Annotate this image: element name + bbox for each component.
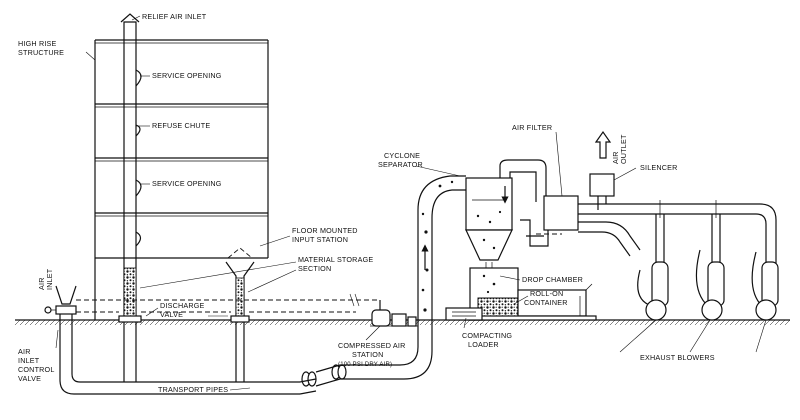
- transport-pipes: [59, 175, 466, 395]
- label-air-inlet-control-3: CONTROL: [18, 365, 55, 374]
- leader-lines: [55, 15, 767, 391]
- label-input-station: INPUT STATION: [292, 235, 348, 244]
- label-transport-pipes: TRANSPORT PIPES: [158, 385, 228, 394]
- label-air-inlet-control-4: VALVE: [18, 374, 41, 383]
- label-air-outlet-2: OUTLET: [619, 134, 628, 164]
- label-relief-air-inlet: RELIEF AIR INLET: [142, 12, 207, 21]
- label-air-inlet-control-1: AIR: [18, 347, 31, 356]
- floor-mounted-input-station: [225, 247, 255, 320]
- label-structure: STRUCTURE: [18, 48, 64, 57]
- roll-on-container: [467, 283, 597, 321]
- control-line: [76, 293, 380, 313]
- diagram-labels: RELIEF AIR INLET HIGH RISE STRUCTURE SER…: [18, 12, 715, 394]
- label-cyclone: CYCLONE: [384, 151, 420, 160]
- label-station: STATION: [352, 350, 383, 359]
- label-air-filter: AIR FILTER: [512, 123, 552, 132]
- label-compressed-air: COMPRESSED AIR: [338, 341, 406, 350]
- exhaust-manifold: [578, 200, 777, 300]
- label-air-inlet-control-2: INLET: [18, 356, 40, 365]
- label-psi: (100 PSI DRY AIR): [338, 362, 392, 368]
- label-inlet-vertical: INLET: [45, 268, 54, 290]
- silencer: [589, 173, 615, 210]
- label-separator: SEPARATOR: [378, 160, 423, 169]
- compacting-loader: [445, 307, 483, 321]
- label-material-storage: MATERIAL STORAGE: [298, 255, 373, 264]
- refuse-chute: [120, 13, 142, 320]
- label-exhaust-blowers: EXHAUST BLOWERS: [640, 353, 715, 362]
- air-outlet: [594, 130, 612, 159]
- label-air-inlet-vertical: AIR: [37, 277, 46, 290]
- label-service-opening-top: SERVICE OPENING: [152, 71, 222, 80]
- label-roll-on: ROLL-ON: [530, 289, 563, 298]
- exhaust-blower-1: [578, 214, 669, 321]
- air-filter: [520, 195, 579, 247]
- label-discharge: DISCHARGE: [160, 301, 205, 310]
- label-container: CONTAINER: [524, 298, 568, 307]
- label-high-rise: HIGH RISE: [18, 39, 57, 48]
- label-loader: LOADER: [468, 340, 499, 349]
- exhaust-blower-2: [695, 214, 725, 321]
- cyclone-separator: [465, 159, 547, 261]
- label-valve: VALVE: [160, 310, 183, 319]
- discharge-valve-station: [230, 315, 250, 323]
- label-floor-mounted: FLOOR MOUNTED: [292, 226, 358, 235]
- label-compacting: COMPACTING: [462, 331, 512, 340]
- label-drop-chamber: DROP CHAMBER: [522, 275, 583, 284]
- compressed-air-station: [370, 300, 418, 327]
- exhaust-blower-3: [751, 251, 779, 321]
- label-service-opening-mid: SERVICE OPENING: [152, 179, 222, 188]
- label-section: SECTION: [298, 264, 331, 273]
- label-silencer: SILENCER: [640, 163, 678, 172]
- discharge-valve-chute: [118, 315, 142, 323]
- air-inlet-control-valve: [44, 285, 77, 332]
- label-refuse-chute: REFUSE CHUTE: [152, 121, 210, 130]
- label-air-outlet-1: AIR: [611, 151, 620, 164]
